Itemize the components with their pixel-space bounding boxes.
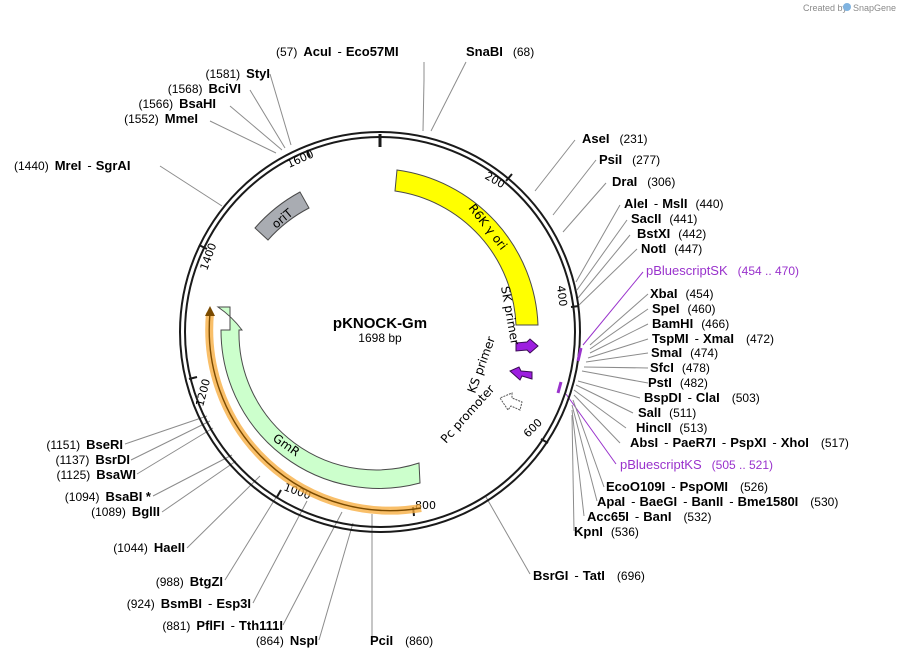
enzyme-tspmi[interactable]: TspMI-XmaI(472)	[652, 331, 774, 346]
enzyme-mrei[interactable]: (1440)MreI-SgrAI	[14, 158, 130, 173]
gmr-arrow-icon	[205, 306, 215, 316]
mcs-marks	[556, 347, 583, 394]
r6k-ori-arc	[394, 169, 539, 326]
feature-orit[interactable]: oriT	[254, 191, 310, 241]
feature-pbluescript-ks[interactable]: pBluescriptKS(505 .. 521)	[620, 457, 773, 472]
enzyme-apai[interactable]: ApaI-BaeGI-BanII-Bme1580I(530)	[597, 494, 838, 509]
enzyme-bsabi[interactable]: (1094)BsaBI *	[65, 489, 152, 504]
enzyme-labels: (57)AcuI-Eco57MI SnaBI(68) (1581)StyI (1…	[14, 44, 849, 648]
feature-pbluescript-sk[interactable]: pBluescriptSK(454 .. 470)	[646, 263, 799, 278]
enzyme-bsawi[interactable]: (1125)BsaWI	[56, 467, 136, 482]
enzyme-sacii[interactable]: SacII(441)	[631, 211, 697, 226]
credit-brand: SnapGene	[853, 3, 896, 13]
enzyme-noti[interactable]: NotI(447)	[641, 241, 702, 256]
backbone	[179, 131, 581, 533]
enzyme-sali[interactable]: SalI(511)	[638, 405, 696, 420]
gmr-arc	[216, 306, 421, 489]
enzyme-bsrgi[interactable]: BsrGI-TatI(696)	[533, 568, 645, 583]
gmr-outline-arc	[208, 312, 422, 512]
enzyme-bamhi[interactable]: BamHI(466)	[652, 316, 729, 331]
orit-arc	[254, 191, 310, 241]
enzyme-psii[interactable]: PsiI(277)	[599, 152, 660, 167]
enzyme-mmei[interactable]: (1552)MmeI	[124, 111, 198, 126]
enzyme-smai[interactable]: SmaI(474)	[651, 345, 718, 360]
enzyme-sfci[interactable]: SfcI(478)	[650, 360, 710, 375]
enzyme-acc65i[interactable]: Acc65I-BanI(532)	[587, 509, 711, 524]
enzyme-absi[interactable]: AbsI-PaeR7I-PspXI-XhoI(517)	[630, 435, 849, 450]
enzyme-eco0109i[interactable]: EcoO109I-PspOMI(526)	[606, 479, 768, 494]
enzyme-btgzi[interactable]: (988)BtgZI	[156, 574, 223, 589]
plasmid-title: pKNOCK-Gm	[333, 315, 427, 332]
enzyme-bcivi[interactable]: (1568)BciVI	[168, 81, 241, 96]
enzyme-bstxi[interactable]: BstXI(442)	[637, 226, 706, 241]
credit-text: Created by	[803, 3, 848, 13]
enzyme-bseri[interactable]: (1151)BseRI	[46, 437, 123, 452]
snapgene-credit: Created by SnapGene	[803, 3, 896, 13]
sk-primer-arrow-icon	[515, 338, 539, 354]
tick-marks	[188, 149, 580, 517]
enzyme-nspi[interactable]: (864)NspI	[256, 633, 318, 648]
enzyme-asei[interactable]: AseI(231)	[582, 131, 647, 146]
enzyme-snabi[interactable]: SnaBI(68)	[466, 44, 534, 59]
tick-400: 400	[554, 285, 569, 307]
enzyme-bspdi[interactable]: BspDI-ClaI(503)	[644, 390, 760, 405]
pc-promoter-arrow-icon	[499, 392, 523, 411]
label-connectors	[124, 61, 649, 641]
enzyme-bsmbi[interactable]: (924)BsmBI-Esp3I	[127, 596, 251, 611]
enzyme-acui[interactable]: (57)AcuI-Eco57MI	[276, 44, 399, 59]
tick-1200: 1200	[193, 377, 213, 407]
enzyme-xbai[interactable]: XbaI(454)	[650, 286, 713, 301]
enzyme-bsrdi[interactable]: (1137)BsrDI	[56, 452, 130, 467]
enzyme-drai[interactable]: DraI(306)	[612, 174, 675, 189]
enzyme-bsahi[interactable]: (1566)BsaHI	[138, 96, 216, 111]
enzyme-spei[interactable]: SpeI(460)	[652, 301, 715, 316]
enzyme-haeii[interactable]: (1044)HaeII	[113, 540, 185, 555]
feature-gmr-highlight	[205, 306, 422, 515]
enzyme-styi[interactable]: (1581)StyI	[205, 66, 270, 81]
ks-primer-label: KS primer	[465, 335, 498, 395]
tick-1600: 1600	[285, 147, 316, 170]
feature-pc-promoter[interactable]: Pc promoter	[438, 382, 523, 446]
snapgene-logo-icon	[843, 3, 851, 11]
enzyme-alei[interactable]: AleI-MslI(440)	[624, 196, 724, 211]
tick-200: 200	[483, 169, 508, 191]
enzyme-pcii[interactable]: PciI(860)	[370, 633, 433, 648]
ks-primer-arrow-icon	[509, 366, 533, 381]
enzyme-bglii[interactable]: (1089)BglII	[91, 504, 160, 519]
tick-600: 600	[521, 416, 545, 440]
enzyme-kpni[interactable]: KpnI(536)	[574, 524, 639, 539]
enzyme-pflfi[interactable]: (881)PflFI-Tth111I	[162, 618, 283, 633]
enzyme-hincii[interactable]: HincII(513)	[636, 420, 707, 435]
plasmid-length: 1698 bp	[358, 331, 402, 345]
enzyme-psti[interactable]: PstI(482)	[648, 375, 708, 390]
